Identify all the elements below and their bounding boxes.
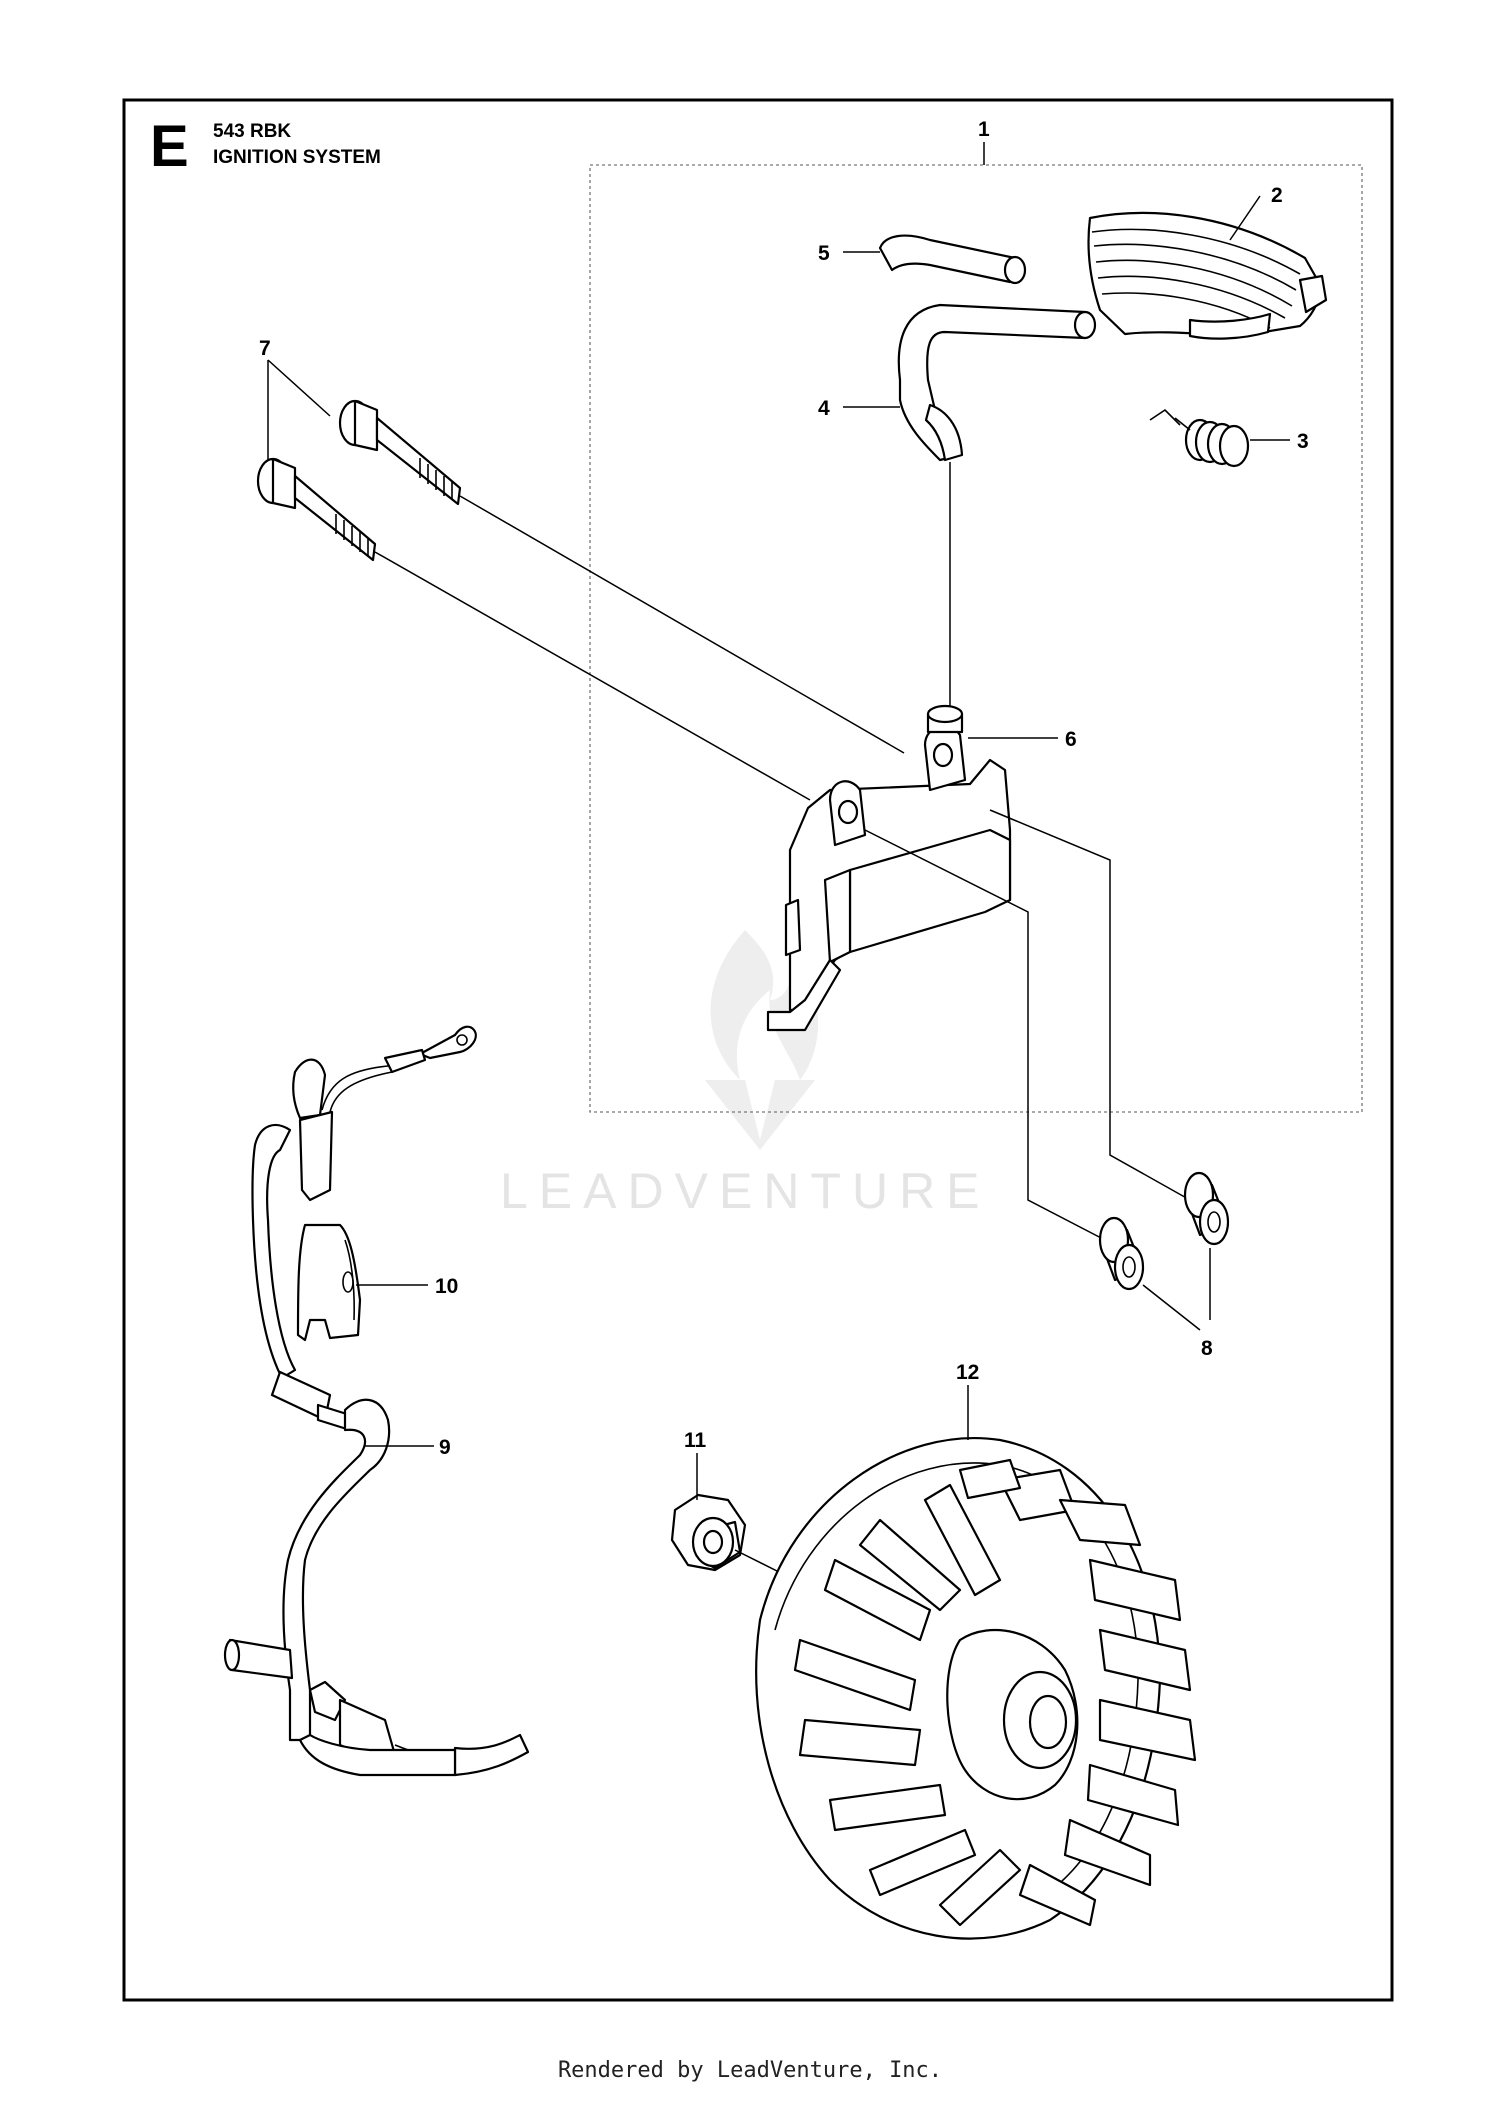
watermark-v-icon [705,1080,815,1150]
leader-line-7 [267,359,331,460]
callout-11: 11 [684,1429,707,1452]
ignition-module [766,704,1012,1032]
callout-2: 2 [1271,184,1283,207]
flywheel [755,1437,1197,1940]
callout-10: 10 [435,1275,458,1298]
bolt-lower [256,457,377,562]
leader-bolt-lower [374,551,811,801]
watermark-text: LEADVENTURE [500,1163,991,1219]
ignition-lead-wire [223,1025,530,1777]
callout-8: 8 [1201,1337,1213,1360]
spacer-upper [1183,1171,1230,1246]
leader-module-spacer-a [989,809,1191,1201]
leader-bolt-upper [459,495,905,754]
callout-5: 5 [818,242,830,265]
leader-line-2 [1229,195,1261,241]
elbow-hose [897,303,1097,462]
section-letter: E [150,114,189,179]
boot-cover [1087,211,1328,340]
callout-1: 1 [978,118,990,141]
diagram-title: IGNITION SYSTEM [213,147,381,168]
leader-line-8 [1142,1248,1211,1331]
kit-box [589,164,1363,1113]
callout-4: 4 [818,397,830,420]
callout-12: 12 [956,1361,979,1384]
bolt-upper [338,399,462,506]
model-name: 543 RBK [213,121,291,142]
leader-module-spacer-b [864,829,1106,1241]
wire-grommet [296,1223,362,1342]
diagram-frame [122,98,1394,2002]
callout-6: 6 [1065,728,1077,751]
spacer-lower [1098,1216,1145,1291]
callout-7: 7 [259,337,271,360]
callout-9: 9 [439,1436,451,1459]
footer-credit: Rendered by LeadVenture, Inc. [557,2058,943,2083]
short-hose [878,234,1027,285]
callout-3: 3 [1297,430,1309,453]
watermark: LEADVENTURE [500,930,991,1219]
torsion-spring [1149,408,1250,468]
flywheel-nut [670,1493,747,1572]
